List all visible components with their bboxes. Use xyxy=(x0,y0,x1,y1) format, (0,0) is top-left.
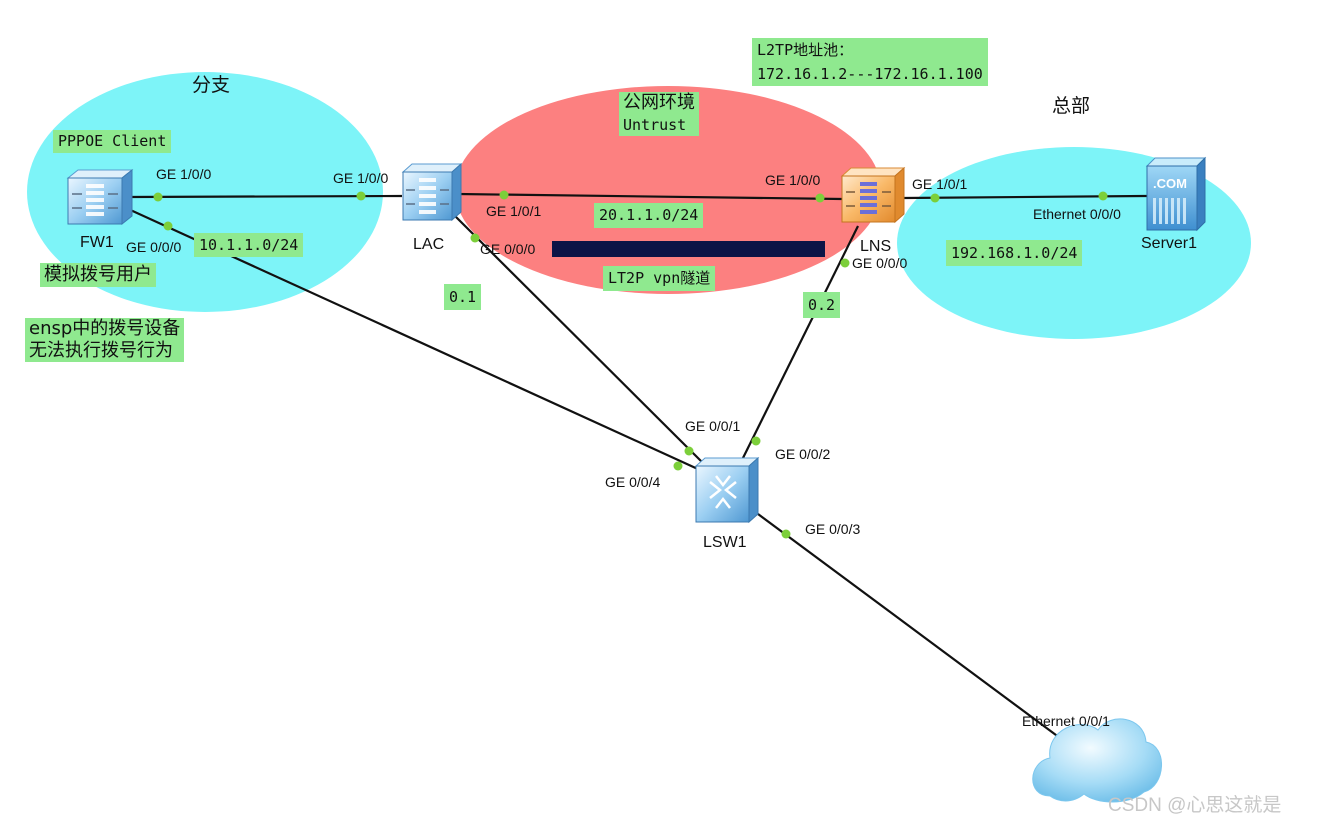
port-label: GE 0/0/1 xyxy=(685,418,740,434)
device-label-lac: LAC xyxy=(413,236,444,253)
note-hq-network: 192.168.1.0/24 xyxy=(946,240,1083,266)
note-pool-line1: L2TP地址池： xyxy=(757,41,854,59)
port-dot xyxy=(470,233,480,243)
port-label: GE 0/0/4 xyxy=(605,474,660,490)
note-ensp-device: ensp中的拨号设备 无法执行拨号行为 xyxy=(25,318,185,362)
note-ensp-line2: 无法执行拨号行为 xyxy=(29,340,173,361)
note-addr-01: 0.1 xyxy=(444,284,482,310)
port-dot xyxy=(815,193,825,203)
link-lac-lsw xyxy=(451,212,705,465)
port-dot xyxy=(930,193,940,203)
firewall-lac[interactable] xyxy=(401,162,463,222)
zone-public-line1: 公网环境 xyxy=(623,92,695,113)
port-label: Ethernet 0/0/0 xyxy=(1033,206,1121,222)
port-dot xyxy=(1098,191,1108,201)
tunnel-bar xyxy=(552,241,825,257)
zone-label-hq: 总部 xyxy=(1052,95,1090,117)
note-branch-network: 10.1.1.0/24 xyxy=(194,233,304,257)
links xyxy=(125,192,1148,739)
port-label: GE 1/0/1 xyxy=(486,203,541,219)
zone-label-public: 公网环境 Untrust xyxy=(619,92,699,136)
port-label: GE 0/0/0 xyxy=(480,241,535,257)
note-simulated-user: 模拟拨号用户 xyxy=(40,263,156,287)
port-dot xyxy=(751,436,761,446)
cloud-icon xyxy=(1032,718,1162,803)
port-dot xyxy=(499,190,509,200)
note-l2tp-pool: L2TP地址池： 172.16.1.2---172.16.1.100 xyxy=(752,38,988,86)
port-label: GE 1/0/0 xyxy=(333,170,388,186)
port-label: Ethernet 0/0/1 xyxy=(1022,713,1110,729)
switch-lsw1[interactable] xyxy=(694,456,760,524)
port-dot xyxy=(781,529,791,539)
note-public-network: 20.1.1.0/24 xyxy=(594,203,704,228)
port-label: GE 0/0/2 xyxy=(775,446,830,462)
port-label: GE 1/0/0 xyxy=(156,166,211,182)
note-tunnel: LT2P vpn隧道 xyxy=(603,266,716,291)
link-lns-lsw xyxy=(739,225,859,465)
port-dot xyxy=(163,221,173,231)
port-label: GE 0/0/0 xyxy=(126,239,181,255)
port-label: GE 1/0/0 xyxy=(765,172,820,188)
note-ensp-line1: ensp中的拨号设备 xyxy=(29,318,181,339)
zone-label-branch: 分支 xyxy=(192,74,230,96)
device-label-fw1: FW1 xyxy=(80,234,114,251)
device-label-lns: LNS xyxy=(860,238,891,255)
note-addr-02: 0.2 xyxy=(803,292,841,318)
port-dot xyxy=(840,258,850,268)
watermark: CSDN @心思这就是 xyxy=(1108,794,1281,816)
port-label: GE 0/0/0 xyxy=(852,255,907,271)
port-dot xyxy=(356,191,366,201)
link-fw1-lac xyxy=(127,194,403,199)
zone-public-line2: Untrust xyxy=(623,116,687,134)
note-pool-line2: 172.16.1.2---172.16.1.100 xyxy=(757,65,983,83)
link-lac-lns xyxy=(457,192,843,201)
port-label: GE 1/0/1 xyxy=(912,176,967,192)
port-dot xyxy=(673,461,683,471)
server-com-badge: .COM xyxy=(1153,176,1187,191)
device-label-server1: Server1 xyxy=(1141,235,1197,252)
link-lsw-cloud xyxy=(757,513,1061,739)
note-pppoe-client: PPPOE Client xyxy=(53,130,172,153)
firewall-lns[interactable] xyxy=(840,166,906,224)
port-dot xyxy=(684,446,694,456)
port-dots xyxy=(153,190,1108,539)
device-label-lsw1: LSW1 xyxy=(703,534,747,551)
port-label: GE 0/0/3 xyxy=(805,521,860,537)
port-dot xyxy=(153,192,163,202)
server-server1[interactable]: .COM xyxy=(1145,156,1207,232)
firewall-fw1[interactable] xyxy=(66,168,134,226)
